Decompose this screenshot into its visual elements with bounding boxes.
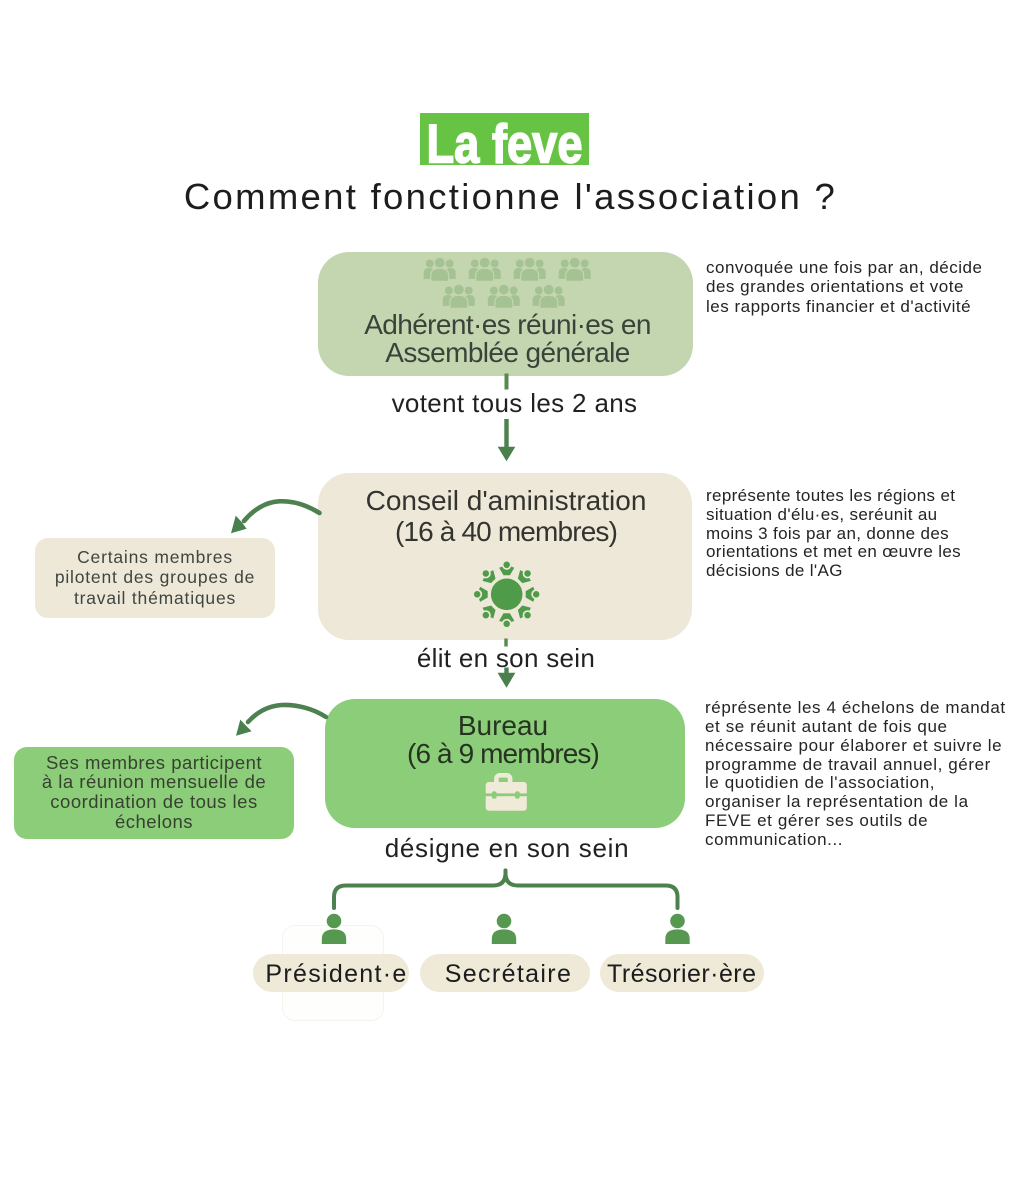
svg-text:La feve: La feve bbox=[427, 113, 583, 165]
